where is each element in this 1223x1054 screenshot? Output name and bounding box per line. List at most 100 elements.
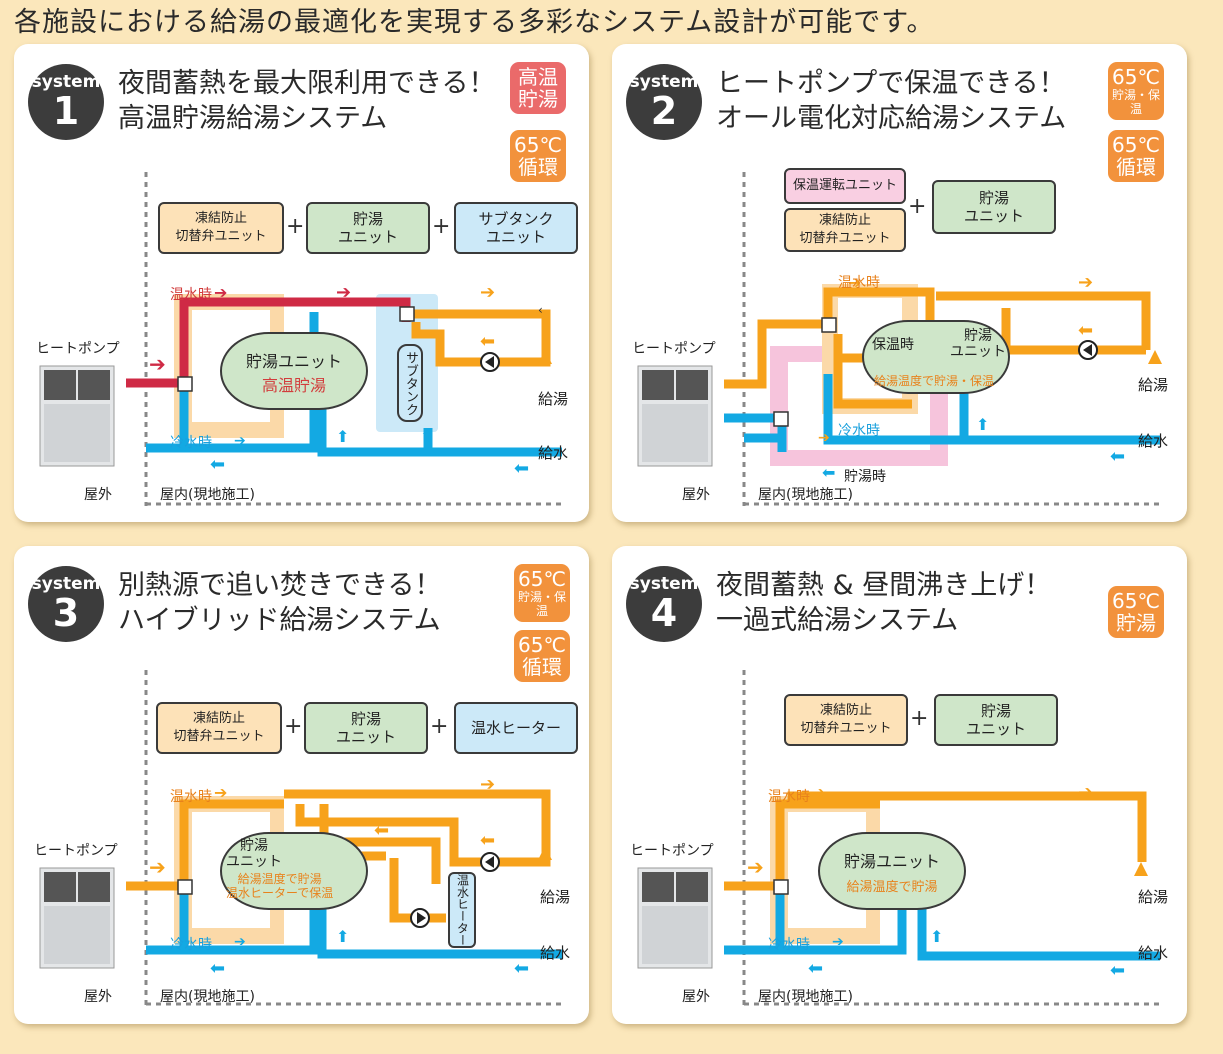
- svg-text:⬆: ⬆: [336, 927, 349, 946]
- svg-text:⬆: ⬆: [336, 427, 349, 446]
- heatpump-label: ヒートポンプ: [632, 341, 716, 357]
- heatpump-label: ヒートポンプ: [36, 341, 120, 357]
- heatpump-label: ヒートポンプ: [34, 843, 118, 859]
- outdoor-label: 屋外: [84, 989, 112, 1005]
- hot-time-label: 温水時: [170, 287, 212, 303]
- system-1-subtank: サブタンク: [397, 344, 423, 422]
- cold-time-label: 冷水時: [768, 937, 810, 953]
- system-2-unit-storage: 貯湯 ユニット: [932, 180, 1056, 234]
- svg-text:➔: ➔: [480, 282, 495, 303]
- system-4-tag-storage: 65℃ 貯湯: [1108, 586, 1164, 638]
- svg-text:⬅: ⬅: [210, 454, 225, 475]
- system-3-title: 別熱源で追い焚きできる！ハイブリッド給湯システム: [118, 570, 442, 636]
- hot-time-label: 温水時: [768, 789, 810, 805]
- cold-time-label: 冷水時: [170, 435, 212, 451]
- svg-text:⬅: ⬅: [210, 958, 225, 979]
- system-2-keep-warm-label: 保温時: [872, 337, 914, 353]
- svg-text:➔: ➔: [149, 352, 166, 376]
- svg-text:➔: ➔: [214, 283, 227, 302]
- plus-icon: +: [286, 214, 305, 239]
- water-supply-label: 給水: [1138, 944, 1169, 962]
- svg-text:➔: ➔: [848, 273, 861, 292]
- system-1-storage-tank: 貯湯ユニット 高温貯湯: [220, 332, 368, 410]
- svg-text:⬅: ⬅: [514, 458, 529, 479]
- svg-text:➔: ➔: [234, 934, 246, 950]
- svg-text:‹: ‹: [538, 303, 543, 317]
- plus-icon: +: [284, 714, 303, 739]
- svg-text:➔: ➔: [480, 774, 495, 795]
- outdoor-label: 屋外: [682, 487, 710, 503]
- system-2-unit-keep-warm: 保温運転ユニット: [784, 168, 906, 204]
- page-headline: 各施設における給湯の最適化を実現する多彩なシステム設計が可能です。: [14, 7, 935, 38]
- water-supply-label: 給水: [1138, 432, 1169, 450]
- system-4-unit-storage: 貯湯 ユニット: [934, 694, 1058, 746]
- system-2-storage-tank: [862, 320, 1010, 394]
- system-3-unit-storage: 貯湯 ユニット: [304, 702, 428, 754]
- water-supply-label: 給水: [538, 444, 569, 462]
- system-3-tag-circulation: 65℃ 循環: [514, 630, 570, 682]
- system-3-tank-name: 貯湯 ユニット: [226, 838, 282, 870]
- system-3-storage-tank: [220, 832, 368, 910]
- system-2-tag-circulation: 65℃ 循環: [1108, 130, 1164, 182]
- svg-text:⬅: ⬅: [1110, 446, 1125, 467]
- system-2-title: ヒートポンプで保温できる！オール電化対応給湯システム: [716, 68, 1067, 134]
- plus-icon: +: [908, 194, 927, 219]
- system-1-unit-antifreeze: 凍結防止 切替弁ユニット: [158, 202, 284, 254]
- indoor-label: 屋内(現地施工): [160, 487, 255, 503]
- plus-icon: +: [432, 214, 451, 239]
- svg-text:➔: ➔: [1078, 272, 1093, 293]
- system-3-unit-heater: 温水ヒーター: [454, 702, 578, 754]
- system-1-title: 夜間蓄熱を最大限利用できる！高温貯湯給湯システム: [118, 68, 496, 134]
- system-2-unit-antifreeze: 凍結防止 切替弁ユニット: [784, 208, 906, 252]
- svg-text:⬅: ⬅: [374, 820, 389, 841]
- water-supply-label: 給水: [540, 944, 571, 962]
- system-1-unit-storage: 貯湯 ユニット: [306, 202, 430, 254]
- svg-text:➔: ➔: [812, 783, 825, 802]
- svg-text:➔: ➔: [832, 934, 844, 950]
- plus-icon: +: [430, 714, 449, 739]
- system-2-tank-name: 貯湯 ユニット: [950, 328, 1006, 360]
- hot-supply-label: 給湯: [538, 390, 569, 408]
- heatpump-label: ヒートポンプ: [630, 843, 714, 859]
- indoor-label: 屋内(現地施工): [758, 487, 853, 503]
- svg-text:➔: ➔: [214, 783, 227, 802]
- indoor-label: 屋内(現地施工): [758, 989, 853, 1005]
- hot-supply-label: 給湯: [1138, 376, 1169, 394]
- svg-text:⬅: ⬅: [514, 958, 529, 979]
- hot-supply-label: 給湯: [540, 888, 571, 906]
- svg-text:➔: ➔: [149, 855, 166, 879]
- outdoor-label: 屋外: [84, 487, 112, 503]
- system-4-unit-antifreeze: 凍結防止 切替弁ユニット: [784, 694, 908, 746]
- svg-text:⬅: ⬅: [1110, 960, 1125, 981]
- svg-text:⬅: ⬅: [1078, 320, 1093, 341]
- hot-time-label: 温水時: [838, 275, 880, 291]
- svg-text:➔: ➔: [747, 855, 764, 879]
- svg-text:➔: ➔: [234, 433, 246, 449]
- svg-text:⬅: ⬅: [808, 958, 823, 979]
- hot-time-label: 温水時: [170, 789, 212, 805]
- svg-text:⬆: ⬆: [930, 927, 943, 946]
- outdoor-label: 屋外: [682, 989, 710, 1005]
- system-1-tag-circulation: 65℃ 循環: [510, 130, 566, 182]
- system-3-heater: 温水ヒーター: [448, 872, 476, 948]
- svg-text:⬆: ⬆: [420, 427, 433, 446]
- hot-supply-label: 給湯: [1138, 888, 1169, 906]
- svg-text:⬅: ⬅: [822, 463, 835, 482]
- svg-text:⬆: ⬆: [976, 415, 989, 434]
- system-4-storage-tank: 貯湯ユニット 給湯温度で貯湯: [818, 832, 966, 910]
- system-2-storing-label: 貯湯時: [844, 469, 886, 485]
- svg-text:⬅: ⬅: [480, 830, 495, 851]
- system-4-title: 夜間蓄熱 & 昼間沸き上げ！一過式給湯システム: [716, 570, 1052, 636]
- svg-text:⬅: ⬅: [480, 331, 495, 352]
- system-2-tank-sub: 給湯温度で貯湯・保温: [874, 374, 995, 388]
- system-1-tag-high-temp: 高温 貯湯: [510, 62, 566, 114]
- cold-time-label: 冷水時: [170, 937, 212, 953]
- plus-icon: +: [910, 706, 929, 731]
